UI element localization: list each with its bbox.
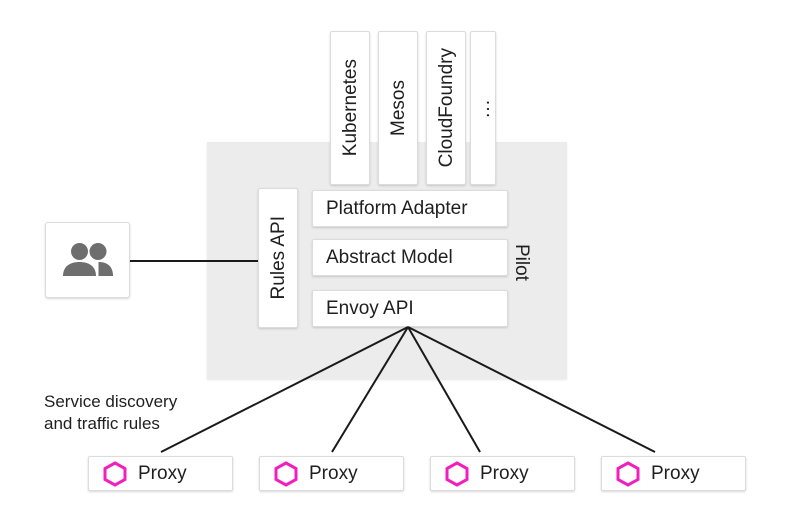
abstract-model-label: Abstract Model — [326, 246, 453, 268]
pilot-label: Pilot — [511, 243, 532, 281]
hexagon-icon — [445, 460, 469, 487]
proxy-node-1[interactable]: Proxy — [88, 456, 233, 491]
abstract-model-box[interactable]: Abstract Model — [312, 239, 508, 276]
platform-label-kubernetes: Kubernetes — [339, 59, 361, 157]
platform-label-cloudfoundry: CloudFoundry — [435, 48, 457, 168]
hexagon-icon — [274, 460, 298, 487]
users-node[interactable] — [45, 222, 130, 298]
service-discovery-annotation: Service discovery and traffic rules — [44, 392, 178, 433]
ellipsis-icon: ... — [472, 98, 494, 118]
platform-column-mesos[interactable]: Mesos — [378, 31, 418, 185]
platform-adapter-box[interactable]: Platform Adapter — [312, 190, 508, 227]
envoy-api-box[interactable]: Envoy API — [312, 290, 508, 327]
proxy-node-2[interactable]: Proxy — [259, 456, 404, 491]
envoy-api-label: Envoy API — [326, 297, 414, 319]
proxy-node-4[interactable]: Proxy — [601, 456, 746, 491]
platform-column-cloudfoundry[interactable]: CloudFoundry — [426, 31, 466, 185]
proxy-label-3: Proxy — [480, 463, 529, 484]
proxy-node-3[interactable]: Proxy — [430, 456, 575, 491]
hexagon-icon — [616, 460, 640, 487]
platform-label-mesos: Mesos — [387, 80, 409, 136]
platform-column-more[interactable]: ... — [470, 31, 496, 185]
platform-adapter-label: Platform Adapter — [326, 197, 468, 219]
rules-api-label: Rules API — [267, 216, 289, 300]
proxy-label-4: Proxy — [651, 463, 700, 484]
users-icon — [62, 243, 113, 276]
rules-api-box[interactable]: Rules API — [258, 188, 298, 328]
proxy-label-2: Proxy — [309, 463, 358, 484]
proxy-label-1: Proxy — [138, 463, 187, 484]
platform-column-kubernetes[interactable]: Kubernetes — [330, 31, 370, 185]
hexagon-icon — [103, 460, 127, 487]
